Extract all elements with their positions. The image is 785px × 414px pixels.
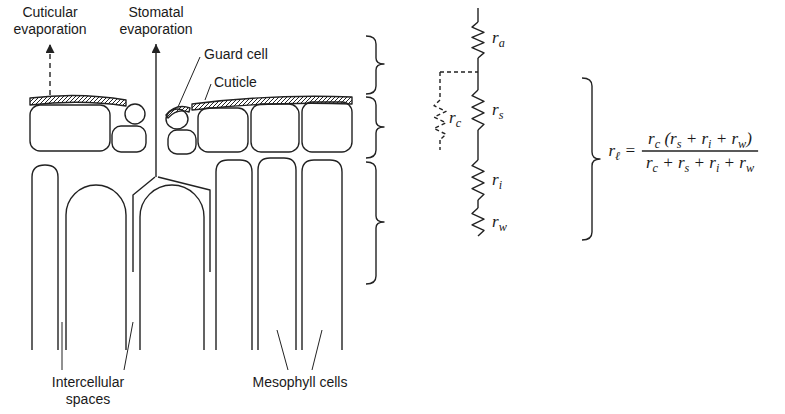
vapour-path <box>133 177 155 272</box>
vapour-path <box>158 177 210 272</box>
leader-line <box>178 57 200 107</box>
resistor-symbol <box>472 208 484 236</box>
subsidiary-cell <box>112 126 146 152</box>
leader-line <box>312 330 322 370</box>
resistance-label: rc <box>449 108 461 128</box>
process-label: Stomatal evaporation <box>106 4 206 38</box>
leader-line <box>62 322 63 370</box>
resistance-label: ra <box>492 28 505 48</box>
cuticle-cap <box>166 107 190 118</box>
subscript: i <box>716 161 719 175</box>
wire <box>477 200 478 208</box>
brace <box>366 36 384 94</box>
resistor-symbol <box>434 100 446 140</box>
epidermal-cell <box>302 102 352 152</box>
resistor-symbol <box>472 90 484 130</box>
brace <box>366 162 384 284</box>
resistance-label: rw <box>492 212 507 232</box>
part-label: Guard cell <box>204 46 268 63</box>
wire <box>440 71 478 72</box>
brace <box>366 97 384 158</box>
stomatal-arrow <box>155 44 156 177</box>
subscript: w <box>499 220 507 234</box>
subscript: s <box>685 161 690 175</box>
subscript: c <box>456 116 461 130</box>
wire <box>439 140 440 150</box>
part-label: Mesophyll cells <box>250 374 350 391</box>
subscript: s <box>499 108 504 122</box>
subscript: i <box>499 178 502 192</box>
subscript: ℓ <box>615 149 620 163</box>
formula-denominator: rc + rs + ri + rw <box>646 153 754 173</box>
subscript: c <box>655 137 660 151</box>
guard-cell <box>125 104 145 124</box>
part-label: Intercellular spaces <box>36 374 140 408</box>
subscript: s <box>677 137 682 151</box>
mesophyll-cell <box>66 185 126 350</box>
mesophyll-cell <box>258 158 296 350</box>
leader-line <box>277 330 288 370</box>
brace <box>582 78 600 240</box>
epidermal-cell <box>30 105 110 151</box>
subscript: w <box>738 137 746 151</box>
leader-line <box>124 322 133 370</box>
formula-numerator: rc (rs + ri + rw) <box>648 129 752 149</box>
process-label: Cuticular evaporation <box>2 4 98 38</box>
subsidiary-cell <box>168 130 196 154</box>
mesophyll-cell <box>302 160 342 350</box>
epidermal-cell <box>198 108 248 152</box>
wire <box>477 130 478 160</box>
formula-term: rℓ = <box>608 141 635 161</box>
subscript: c <box>653 161 658 175</box>
leader-line <box>205 84 211 100</box>
wire <box>439 72 440 100</box>
epidermal-cell <box>251 104 299 152</box>
mesophyll-cell <box>140 185 204 350</box>
wire <box>477 58 478 90</box>
mesophyll-cell <box>32 165 58 350</box>
wire <box>477 8 478 22</box>
subscript: i <box>708 137 711 151</box>
subscript: w <box>746 161 754 175</box>
mesophyll-cell <box>216 160 252 350</box>
resistor-symbol <box>472 160 484 200</box>
part-label: Cuticle <box>214 74 257 91</box>
resistance-label: ri <box>492 170 502 190</box>
resistance-label: rs <box>492 100 503 120</box>
cuticular-arrow <box>49 44 50 95</box>
subscript: a <box>499 36 505 50</box>
resistor-symbol <box>472 22 484 58</box>
